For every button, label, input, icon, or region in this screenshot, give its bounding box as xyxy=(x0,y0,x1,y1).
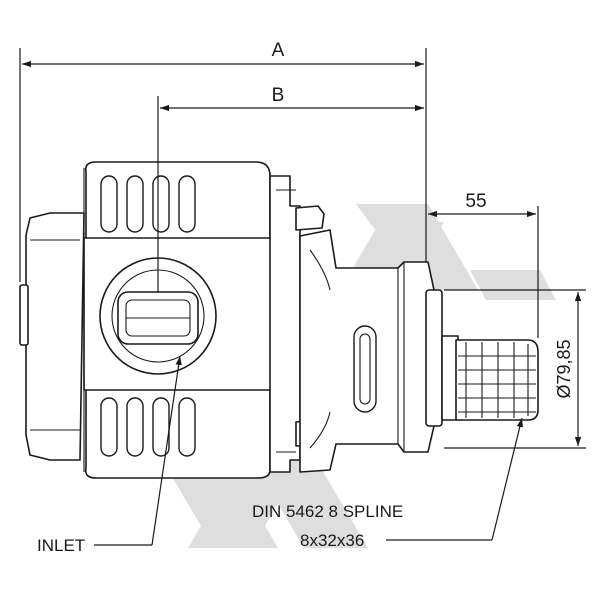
dimension-55-label: 55 xyxy=(465,191,486,212)
mounting-flange xyxy=(299,229,443,473)
dimension-diameter-label: Ø79,85 xyxy=(554,339,574,398)
spline-standard-label: DIN 5462 8 SPLINE xyxy=(252,502,403,521)
cooling-slots xyxy=(100,175,196,457)
inlet-label: INLET xyxy=(37,536,85,555)
dimension-a-label: A xyxy=(272,40,285,61)
dimension-55: 55 xyxy=(428,191,539,338)
spline-size-label: 8x32x36 xyxy=(300,531,364,550)
inlet-port xyxy=(99,257,217,375)
dimension-b-label: B xyxy=(272,85,285,106)
spline-callout: DIN 5462 8 SPLINE 8x32x36 xyxy=(252,417,523,550)
inlet-callout: INLET xyxy=(37,355,182,555)
splined-shaft xyxy=(441,335,539,421)
dimension-a: A xyxy=(19,40,427,282)
dimension-b: B xyxy=(157,85,424,292)
